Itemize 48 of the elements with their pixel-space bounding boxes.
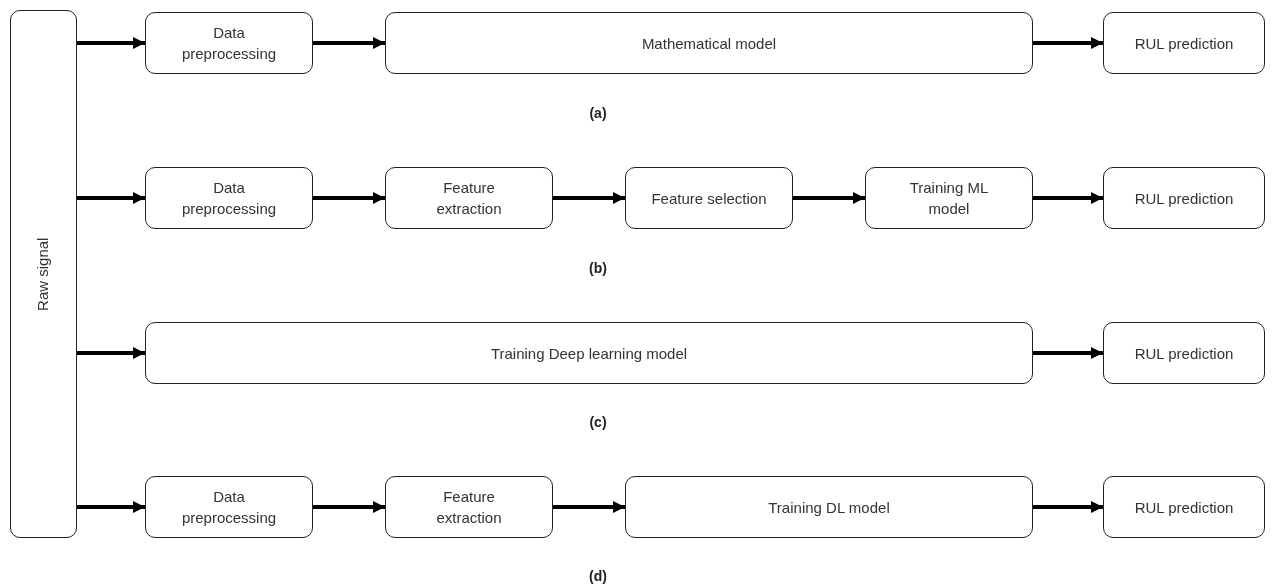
box-label: Training DL model <box>768 497 890 518</box>
box-label: Feature selection <box>651 188 767 209</box>
arrow <box>77 347 145 359</box>
arrow <box>313 37 385 49</box>
process-box <box>10 10 77 538</box>
box-label: Feature extraction <box>435 487 503 528</box>
arrow <box>77 192 145 204</box>
process-box <box>145 12 313 74</box>
arrow <box>1033 501 1103 513</box>
arrow <box>553 501 625 513</box>
process-box <box>145 322 1033 384</box>
arrow <box>313 501 385 513</box>
panel-label: (d) <box>589 567 607 586</box>
arrow <box>1033 37 1103 49</box>
box-label: RUL prediction <box>1134 33 1234 54</box>
panel-label: (b) <box>589 259 607 278</box>
arrow <box>1033 347 1103 359</box>
box-label: Training ML model <box>908 178 990 219</box>
arrow <box>1033 192 1103 204</box>
process-box <box>145 476 313 538</box>
panel-label: (a) <box>589 104 607 123</box>
box-label: Feature extraction <box>435 178 503 219</box>
process-box <box>625 167 793 229</box>
process-box <box>1103 167 1265 229</box>
process-box <box>625 476 1033 538</box>
arrow <box>77 37 145 49</box>
process-box <box>1103 476 1265 538</box>
process-box <box>385 476 553 538</box>
process-box <box>865 167 1033 229</box>
process-box <box>1103 12 1265 74</box>
arrow <box>313 192 385 204</box>
panel-label: (c) <box>589 413 607 432</box>
box-label: RUL prediction <box>1134 343 1234 364</box>
box-label: Data preprocessing <box>180 23 278 64</box>
box-label: Data preprocessing <box>180 487 278 528</box>
process-box <box>1103 322 1265 384</box>
process-box <box>385 12 1033 74</box>
process-box <box>145 167 313 229</box>
arrow <box>793 192 865 204</box>
arrow <box>553 192 625 204</box>
box-label: RUL prediction <box>1134 188 1234 209</box>
box-label: Mathematical model <box>641 33 777 54</box>
box-label: Raw signal <box>33 237 53 311</box>
box-label: RUL prediction <box>1134 497 1234 518</box>
box-label: Data preprocessing <box>180 178 278 219</box>
arrow <box>77 501 145 513</box>
process-box <box>385 167 553 229</box>
box-label: Training Deep learning model <box>490 343 688 364</box>
